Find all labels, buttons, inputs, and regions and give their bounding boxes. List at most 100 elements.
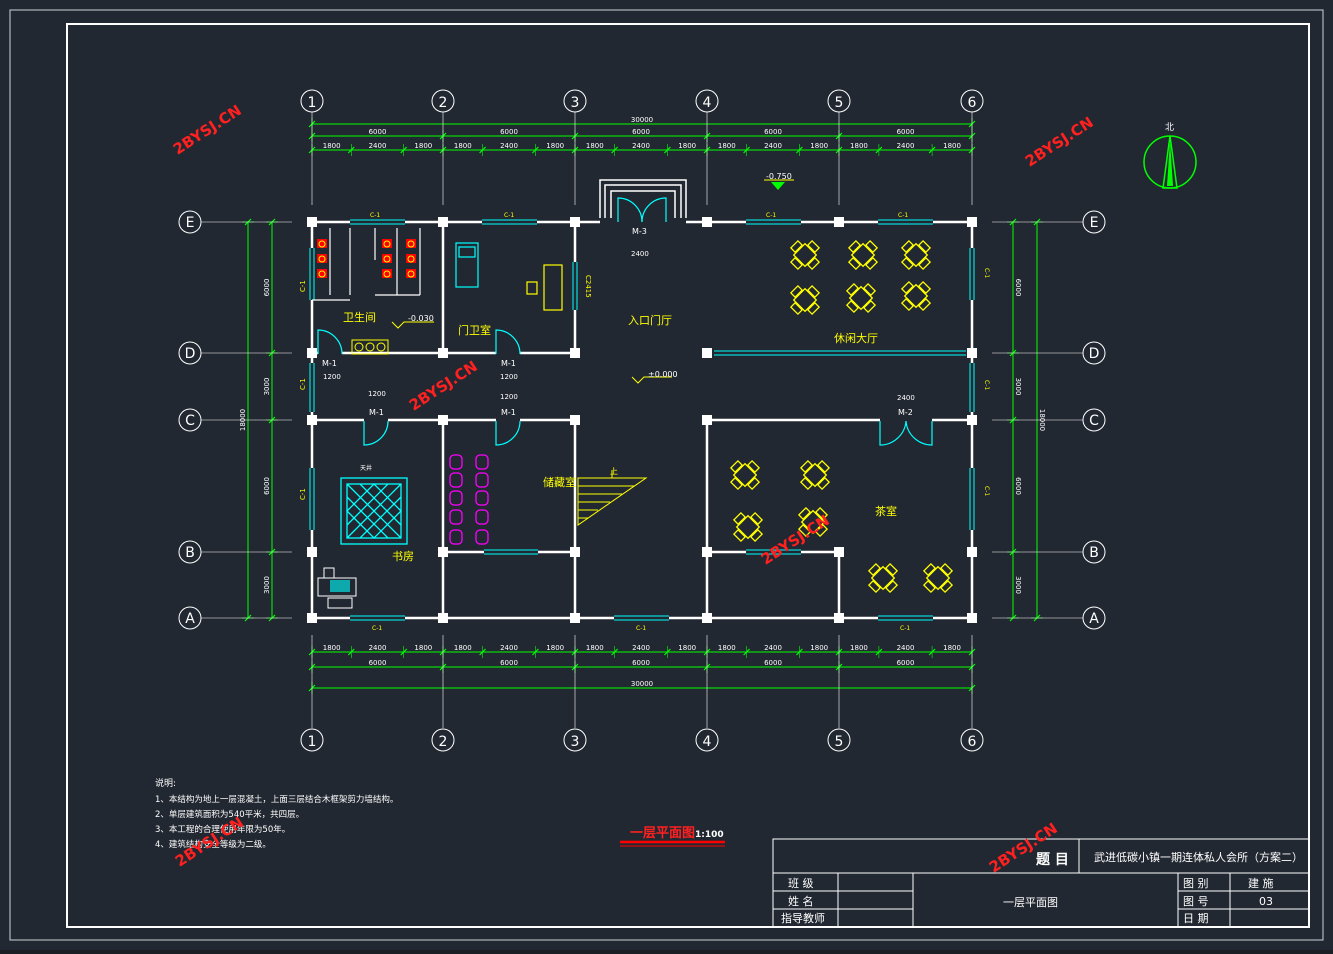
axis-bubble bbox=[695, 728, 719, 752]
column bbox=[834, 217, 844, 227]
dim-bottom-segments-text: 2400 bbox=[632, 644, 650, 652]
table-top bbox=[792, 287, 818, 313]
column bbox=[307, 217, 317, 227]
axis-bubble bbox=[695, 89, 719, 113]
elevation-outside: -0.750 bbox=[766, 172, 792, 181]
axis-label-column: 2 bbox=[439, 95, 448, 111]
dim-top-segments-text: 1800 bbox=[850, 142, 868, 150]
elevation-floor: ±0.000 bbox=[648, 370, 678, 379]
title-block-category-value: 建 施 bbox=[1248, 876, 1274, 890]
doors bbox=[317, 197, 933, 446]
chair bbox=[939, 562, 954, 577]
axis-label-row: C bbox=[1089, 413, 1099, 429]
notes-item: 1、本结构为地上一层混凝土，上面三层结合木框架剪力墙结构。 bbox=[155, 794, 398, 805]
table-with-chairs bbox=[847, 239, 879, 271]
axis-bubble bbox=[563, 89, 587, 113]
chair bbox=[797, 506, 812, 521]
label-c1-e-side-1: C-1 bbox=[983, 268, 990, 278]
axis-bubble bbox=[431, 728, 455, 752]
axis-bubble bbox=[563, 728, 587, 752]
dim-top-segments-text: 2400 bbox=[897, 142, 915, 150]
dim-bottom-segments-text: 2400 bbox=[764, 644, 782, 652]
label-c1-e-2: C-1 bbox=[504, 212, 514, 219]
elevation-markers bbox=[391, 179, 794, 384]
axis-bubble bbox=[1082, 606, 1106, 630]
label-c1-w-2: C-1 bbox=[299, 378, 307, 390]
title-block-sheet-name: 一层平面图 bbox=[1003, 896, 1058, 909]
column bbox=[307, 415, 317, 425]
dim-right-bays-text: 3000 bbox=[1014, 378, 1022, 396]
structural-columns bbox=[307, 217, 977, 623]
chair bbox=[806, 256, 821, 271]
column bbox=[438, 613, 448, 623]
column bbox=[702, 217, 712, 227]
dim-right-bays-text: 6000 bbox=[1014, 477, 1022, 495]
column bbox=[967, 217, 977, 227]
watermark: 2BYSJ.CN bbox=[1022, 113, 1097, 170]
axis-label-column: 1 bbox=[308, 734, 317, 750]
title-block-advisor-label: 指导教师 bbox=[781, 911, 825, 925]
chair bbox=[864, 256, 879, 271]
watermark: 2BYSJ.CN bbox=[406, 357, 481, 414]
dim-left-bays-text: 6000 bbox=[263, 477, 271, 495]
label-c1-a-3: C-1 bbox=[900, 625, 910, 632]
column bbox=[702, 613, 712, 623]
axis-bubble bbox=[178, 408, 202, 432]
staircase bbox=[577, 470, 648, 526]
title-block bbox=[772, 838, 1310, 928]
axis-label-column: 3 bbox=[571, 734, 580, 750]
toilet-fixture bbox=[317, 269, 327, 278]
column bbox=[834, 613, 844, 623]
dim-bottom-segments-text: 1800 bbox=[323, 644, 341, 652]
column bbox=[967, 415, 977, 425]
chair bbox=[806, 239, 821, 254]
table-with-chairs bbox=[797, 506, 829, 538]
chair bbox=[797, 523, 812, 538]
storage-shelf bbox=[475, 490, 489, 506]
axis-bubble bbox=[827, 728, 851, 752]
chair bbox=[847, 256, 862, 271]
axis-bubble bbox=[960, 728, 984, 752]
chair bbox=[845, 282, 860, 297]
table-top bbox=[735, 514, 761, 540]
storage-shelf bbox=[449, 490, 463, 506]
label-m3-width: 2400 bbox=[631, 250, 649, 258]
axis-label-row: B bbox=[185, 545, 195, 561]
chair bbox=[917, 239, 932, 254]
toilet-fixture bbox=[317, 254, 327, 263]
axis-bubble bbox=[300, 728, 324, 752]
chair bbox=[884, 562, 899, 577]
dim-bottom-bays-text: 6000 bbox=[369, 659, 387, 667]
dim-top-bays-text: 6000 bbox=[369, 128, 387, 136]
chair bbox=[917, 280, 932, 295]
dim-bottom-bays-text: 6000 bbox=[897, 659, 915, 667]
label-c1-a-1: C-1 bbox=[372, 625, 382, 632]
toilet-bowl bbox=[407, 255, 415, 263]
study-desk bbox=[317, 567, 357, 609]
dim-bottom-segments-text: 2400 bbox=[500, 644, 518, 652]
chair bbox=[917, 256, 932, 271]
notes-item: 4、建筑结构安全等级为二级。 bbox=[155, 839, 271, 850]
dim-bottom-segments-text: 1800 bbox=[678, 644, 696, 652]
label-m3: M-3 bbox=[632, 227, 647, 236]
label-m1-study-width: 1200 bbox=[368, 390, 386, 398]
chair bbox=[939, 579, 954, 594]
toilet-bowl bbox=[383, 270, 391, 278]
dim-top-segments-text: 2400 bbox=[632, 142, 650, 150]
dim-top-segments-text: 2400 bbox=[500, 142, 518, 150]
axis-bubble bbox=[178, 341, 202, 365]
label-m2-width: 2400 bbox=[897, 394, 915, 402]
column bbox=[702, 547, 712, 557]
chair bbox=[746, 476, 761, 491]
axis-label-column: 6 bbox=[968, 734, 977, 750]
dim-right-bays-text: 6000 bbox=[1014, 279, 1022, 297]
label-m1-guard: M-1 bbox=[501, 359, 516, 368]
room-label-lounge-hall: 休闲大厅 bbox=[834, 331, 878, 345]
storage-shelf bbox=[449, 529, 463, 545]
column bbox=[570, 217, 580, 227]
axis-label-column: 3 bbox=[571, 95, 580, 111]
column bbox=[967, 348, 977, 358]
chair bbox=[746, 459, 761, 474]
